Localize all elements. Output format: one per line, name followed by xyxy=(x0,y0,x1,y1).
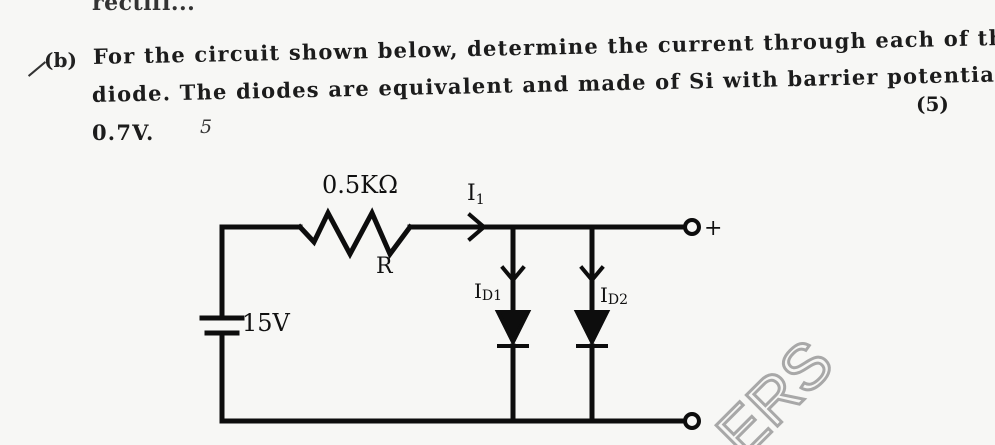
diode2-icon xyxy=(573,310,611,347)
current-arrow-id1-icon xyxy=(500,265,526,284)
wire-top-left xyxy=(219,224,303,321)
diode1-icon xyxy=(494,310,532,347)
cut-off-text: rectifi... xyxy=(92,0,196,16)
terminal-negative-icon xyxy=(683,412,701,430)
current-id1-label: ID1 xyxy=(474,279,502,304)
source-voltage-label: 15V xyxy=(242,309,291,337)
handwritten-note: 5 xyxy=(200,116,213,138)
watermark: ERS xyxy=(703,326,847,445)
current-arrow-id2-icon xyxy=(579,265,605,284)
question-marks: (5) xyxy=(916,92,949,116)
resistor-label: R xyxy=(376,254,394,279)
wire-bottom-left xyxy=(219,330,687,424)
resistor-value-label: 0.5KΩ xyxy=(322,171,398,199)
terminal-positive-icon xyxy=(683,218,701,236)
question-line-3: 0.7V. xyxy=(92,120,155,145)
current-id2-label: ID2 xyxy=(600,283,628,308)
current-i1-label: I1 xyxy=(467,181,485,208)
current-arrow-i1-icon xyxy=(467,212,488,242)
terminal-positive-label: + xyxy=(704,216,722,241)
resistor-icon xyxy=(296,207,414,260)
